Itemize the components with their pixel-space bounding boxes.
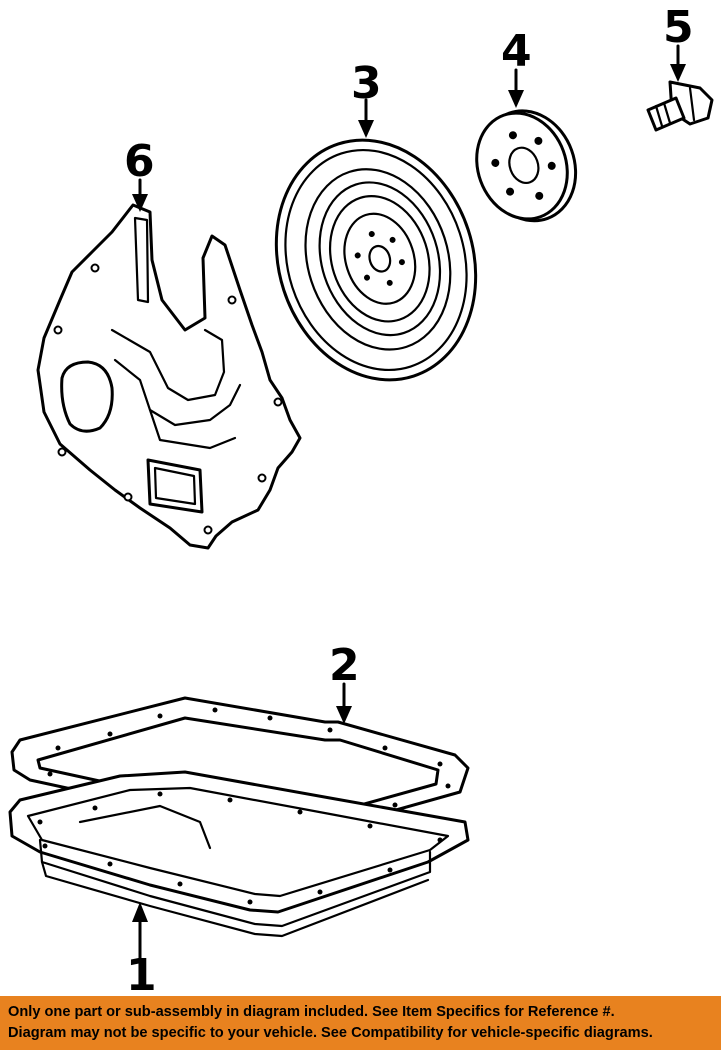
- callout-1: 1: [126, 950, 157, 996]
- leader-arrows: [132, 44, 686, 984]
- callout-3: 3: [351, 58, 382, 109]
- parts-diagram: 1 2 3 4 5 6: [8, 2, 714, 996]
- part-3-flywheel: [274, 138, 478, 382]
- callout-2: 2: [329, 640, 360, 691]
- part-5-bolt: [646, 80, 714, 132]
- callout-5: 5: [663, 2, 694, 53]
- part-4-spacer: [475, 109, 578, 223]
- disclaimer-banner: Only one part or sub-assembly in diagram…: [0, 996, 721, 1050]
- part-1-oil-pan: [8, 770, 470, 938]
- disclaimer-line-1: Only one part or sub-assembly in diagram…: [8, 1004, 615, 1020]
- callout-4: 4: [501, 26, 532, 77]
- disclaimer-line-2: Diagram may not be specific to your vehi…: [8, 1025, 653, 1041]
- callout-6: 6: [124, 136, 155, 187]
- part-6-engine-plate: [36, 203, 302, 550]
